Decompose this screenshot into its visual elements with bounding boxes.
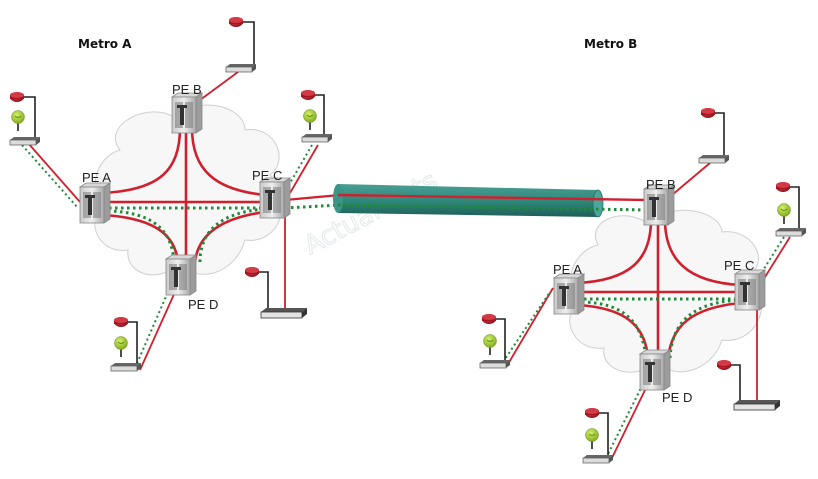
router-icon <box>482 314 496 324</box>
customer-site <box>717 306 781 411</box>
mesh-links-red <box>577 221 741 360</box>
pe-node-c[interactable]: PE C <box>252 168 291 219</box>
router-icon <box>229 17 243 27</box>
switch-icon <box>733 399 781 411</box>
customer-site <box>9 92 81 209</box>
router-icon <box>245 267 259 277</box>
switch-icon <box>110 362 142 372</box>
phone-icon <box>10 109 26 132</box>
switch-icon <box>479 359 511 369</box>
pe-node-d[interactable]: PE D <box>165 254 218 312</box>
pe-label: PE D <box>188 297 218 312</box>
metro-a-title: Metro A <box>78 37 132 51</box>
switch-icon <box>582 454 614 464</box>
router-chassis-icon <box>639 349 671 391</box>
router-chassis-icon <box>734 269 766 311</box>
customer-site <box>479 287 554 369</box>
router-icon <box>776 182 790 192</box>
metro-b: PE A PE B PE C PE D <box>479 108 807 464</box>
switch-icon <box>301 133 333 143</box>
customer-site <box>671 108 730 196</box>
router-icon <box>585 408 599 418</box>
router-icon <box>701 108 715 118</box>
customer-site <box>754 182 807 286</box>
pe-node-d[interactable]: PE D <box>639 349 692 405</box>
switch-icon <box>775 227 807 237</box>
phone-icon <box>302 108 318 131</box>
phone-icon <box>482 333 498 356</box>
router-chassis-icon <box>259 177 291 219</box>
mesh-links-green <box>578 297 740 359</box>
switch-icon <box>260 307 308 319</box>
pe-node-b[interactable]: PE B <box>171 82 203 134</box>
router-chassis-icon <box>553 273 585 315</box>
customer-site <box>110 291 176 372</box>
pe-node-c[interactable]: PE C <box>724 258 766 311</box>
pe-node-b[interactable]: PE B <box>643 177 676 226</box>
phone-icon <box>113 335 129 358</box>
interconnect-tunnel <box>333 184 649 218</box>
pe-label: PE B <box>172 82 202 97</box>
metro-a: PE A PE B PE C PE D <box>9 17 341 372</box>
pe-label: PE D <box>662 390 692 405</box>
pe-label: PE A <box>553 262 582 277</box>
tunnel-red-link <box>337 193 649 202</box>
router-icon <box>301 90 315 100</box>
pe-node-a[interactable]: PE A <box>553 262 585 315</box>
router-chassis-icon <box>165 254 197 296</box>
metro-b-title: Metro B <box>584 37 637 51</box>
tunnel-green-link <box>337 203 649 212</box>
mesh-links-red <box>102 127 268 265</box>
switch-icon <box>698 154 730 164</box>
phone-icon <box>584 427 600 450</box>
pe-label: PE B <box>646 177 676 192</box>
router-chassis-icon <box>171 92 203 134</box>
customer-site <box>199 17 257 101</box>
phone-icon <box>776 202 792 225</box>
switch-icon <box>225 63 257 73</box>
mesh-links-green <box>103 206 268 263</box>
pe-label: PE A <box>82 170 111 185</box>
router-chassis-icon <box>79 182 111 224</box>
customer-site <box>245 215 308 319</box>
router-icon <box>717 360 731 370</box>
router-icon <box>10 92 24 102</box>
customer-site <box>285 90 333 194</box>
pe-label: PE C <box>252 168 282 183</box>
switch-icon <box>9 136 41 146</box>
router-icon <box>114 317 128 327</box>
customer-site <box>582 387 647 464</box>
pe-node-a[interactable]: PE A <box>79 170 111 224</box>
pe-label: PE C <box>724 258 754 273</box>
